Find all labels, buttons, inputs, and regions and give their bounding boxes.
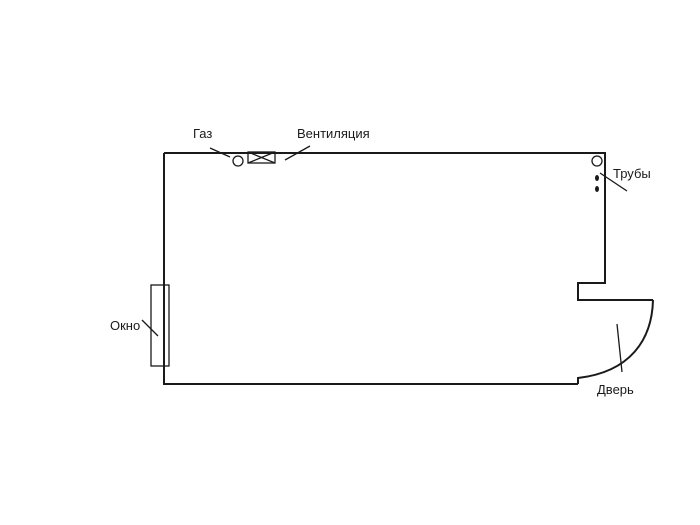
ventilation-icon bbox=[247, 151, 276, 164]
gas-label: Газ bbox=[193, 126, 212, 141]
door-label: Дверь bbox=[597, 382, 634, 397]
door-leader-line bbox=[616, 323, 623, 373]
window-label: Окно bbox=[110, 318, 140, 333]
pipes-leader-line bbox=[599, 172, 628, 192]
gas-outlet-icon bbox=[232, 155, 244, 167]
window-frame bbox=[150, 284, 170, 367]
ventilation-label: Вентиляция bbox=[297, 126, 370, 141]
ventilation-leader-line bbox=[284, 145, 311, 161]
gas-leader-line bbox=[209, 147, 231, 158]
room-walls bbox=[163, 152, 653, 385]
pipes-label: Трубы bbox=[613, 166, 651, 181]
window-leader-line bbox=[141, 319, 159, 337]
pipes-icon bbox=[591, 155, 603, 192]
door-swing-arc bbox=[577, 299, 654, 384]
